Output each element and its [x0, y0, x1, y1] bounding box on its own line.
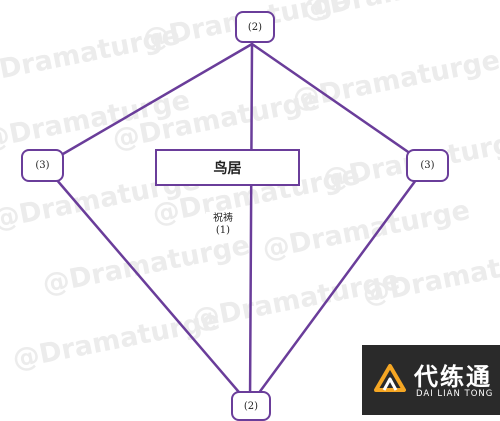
node-bottom: (2) [231, 391, 271, 421]
edge-top-right [250, 42, 429, 167]
brand-badge: 代练通 DAI LIAN TONG [362, 345, 500, 415]
inner-label: 祝祷 (1) [206, 212, 240, 238]
brand-subtitle: DAI LIAN TONG [416, 389, 494, 399]
node-left-label: (3) [35, 160, 50, 171]
node-left: (3) [21, 149, 64, 182]
node-top: (2) [235, 11, 275, 43]
edge-left-bottom [42, 163, 252, 407]
node-top-label: (2) [247, 21, 263, 33]
edge-right-bottom [248, 163, 429, 407]
brand-title: 代练通 [414, 363, 492, 391]
brand-logo-icon [374, 364, 406, 392]
node-right-label: (3) [420, 160, 435, 171]
inner-label-name: 祝祷 [213, 213, 233, 224]
node-right: (3) [406, 149, 449, 182]
center-label-box: 鸟居 [155, 149, 300, 186]
edge-top-left [42, 42, 254, 167]
inner-label-count: (1) [215, 225, 231, 236]
edge-top-bottom [248, 42, 254, 407]
node-bottom-label: (2) [243, 400, 259, 412]
center-label: 鸟居 [213, 160, 242, 177]
